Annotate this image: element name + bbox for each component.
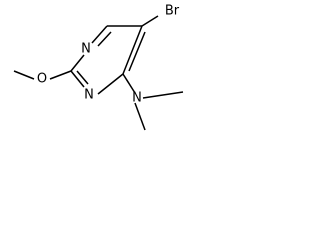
atom-label-ring-nitrogen-top: N: [81, 42, 91, 57]
bond-n-methyl-down: [134, 102, 146, 131]
bond-c2-n3-inner: [76, 70, 89, 85]
bond-c4-c5-inner: [128, 31, 146, 72]
bond-c2-o: [49, 70, 72, 80]
bond-c2-n3: [70, 70, 85, 88]
atom-label-methoxy-oxygen: O: [37, 72, 47, 87]
bond-c4-n: [122, 73, 136, 94]
substituent-bonds: [13, 15, 184, 131]
chemical-structure-diagram: Br N N O N: [13, 4, 184, 131]
bond-n1-c2: [70, 54, 85, 72]
bond-c6-n1-inner: [97, 31, 112, 47]
bond-n-methyl-right: [142, 91, 184, 99]
atom-label-amine-nitrogen: N: [132, 91, 142, 106]
bond-n3-c4: [97, 73, 124, 95]
bond-o-methyl: [13, 70, 35, 80]
atom-label-ring-nitrogen-bottom: N: [84, 88, 94, 103]
bond-c6-n1: [91, 25, 108, 44]
ring-bonds: [70, 25, 146, 95]
bond-c4-c5: [122, 25, 143, 75]
bond-c5-br: [141, 15, 159, 27]
atom-label-bromine: Br: [165, 4, 180, 19]
